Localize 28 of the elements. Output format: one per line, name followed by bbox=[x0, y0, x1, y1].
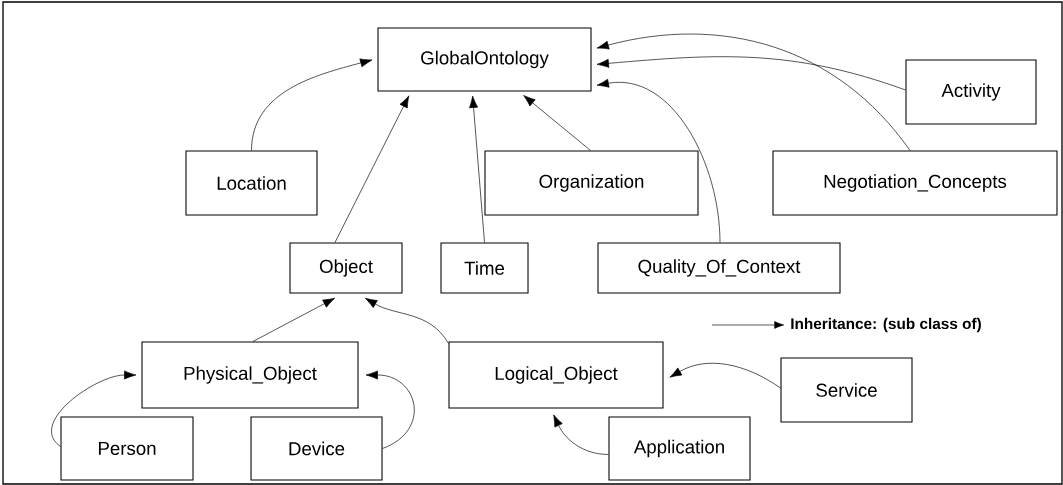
class-box: Logical_Object bbox=[448, 341, 664, 409]
arrow bbox=[51, 370, 137, 447]
class-box: Quality_Of_Context bbox=[597, 242, 841, 294]
class-box: Person bbox=[60, 416, 194, 481]
arrow bbox=[251, 58, 373, 151]
class-box: Device bbox=[250, 416, 383, 481]
arrow bbox=[553, 414, 609, 455]
class-box: Organization bbox=[484, 150, 699, 216]
arrow bbox=[596, 33, 911, 151]
arrow bbox=[334, 95, 410, 243]
class-box: Time bbox=[440, 242, 529, 294]
class-box: Location bbox=[185, 150, 318, 216]
class-box: Application bbox=[608, 416, 751, 481]
class-box: Negotiation_Concepts bbox=[772, 150, 1058, 216]
class-box: Object bbox=[289, 242, 403, 294]
arrow bbox=[669, 362, 781, 389]
arrow bbox=[469, 95, 485, 243]
arrow bbox=[523, 95, 591, 151]
legend-label: Inheritance: (sub class of) bbox=[791, 317, 981, 333]
arrow bbox=[596, 78, 721, 243]
class-box: Physical_Object bbox=[141, 341, 359, 409]
class-box: GlobalOntology bbox=[377, 27, 592, 92]
class-box: Activity bbox=[905, 59, 1037, 125]
class-box: Service bbox=[780, 357, 913, 423]
arrow bbox=[596, 56, 906, 91]
arrow bbox=[365, 370, 415, 449]
arrow bbox=[252, 297, 336, 342]
arrow bbox=[364, 297, 449, 344]
